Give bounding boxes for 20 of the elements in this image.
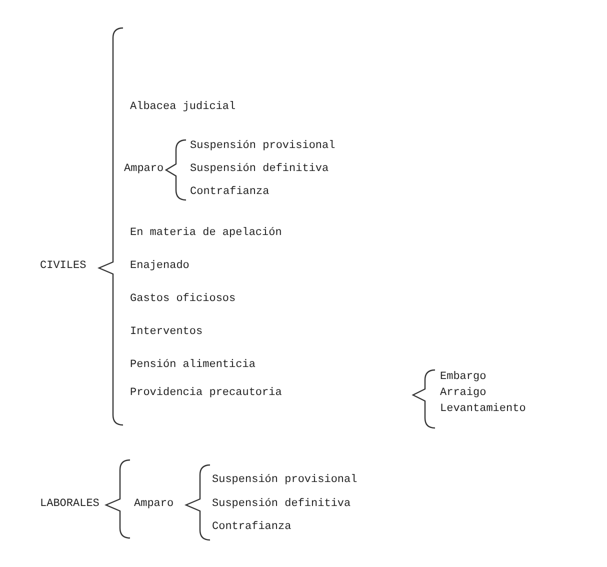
text-label: Levantamiento <box>440 402 526 416</box>
text-label: LABORALES <box>40 497 100 511</box>
text-label: Suspensión provisional <box>212 473 358 487</box>
text-label: Suspensión definitiva <box>212 497 351 511</box>
text-label: Arraigo <box>440 386 486 400</box>
text-label: Embargo <box>440 370 486 384</box>
text-label: Contrafianza <box>212 520 292 534</box>
text-label: Albacea judicial <box>130 100 236 114</box>
text-label: CIVILES <box>40 259 86 273</box>
text-label: Suspensión definitiva <box>190 162 329 176</box>
text-label: Pensión alimenticia <box>130 358 256 372</box>
text-label: Amparo <box>134 497 174 511</box>
text-label: Amparo <box>124 162 164 176</box>
text-label: Interventos <box>130 325 203 339</box>
text-label: Providencia precautoria <box>130 386 282 400</box>
text-label: Gastos oficiosos <box>130 292 236 306</box>
text-label: En materia de apelación <box>130 226 282 240</box>
text-label: Contrafianza <box>190 185 270 199</box>
text-label: Suspensión provisional <box>190 139 336 153</box>
text-label: Enajenado <box>130 259 190 273</box>
